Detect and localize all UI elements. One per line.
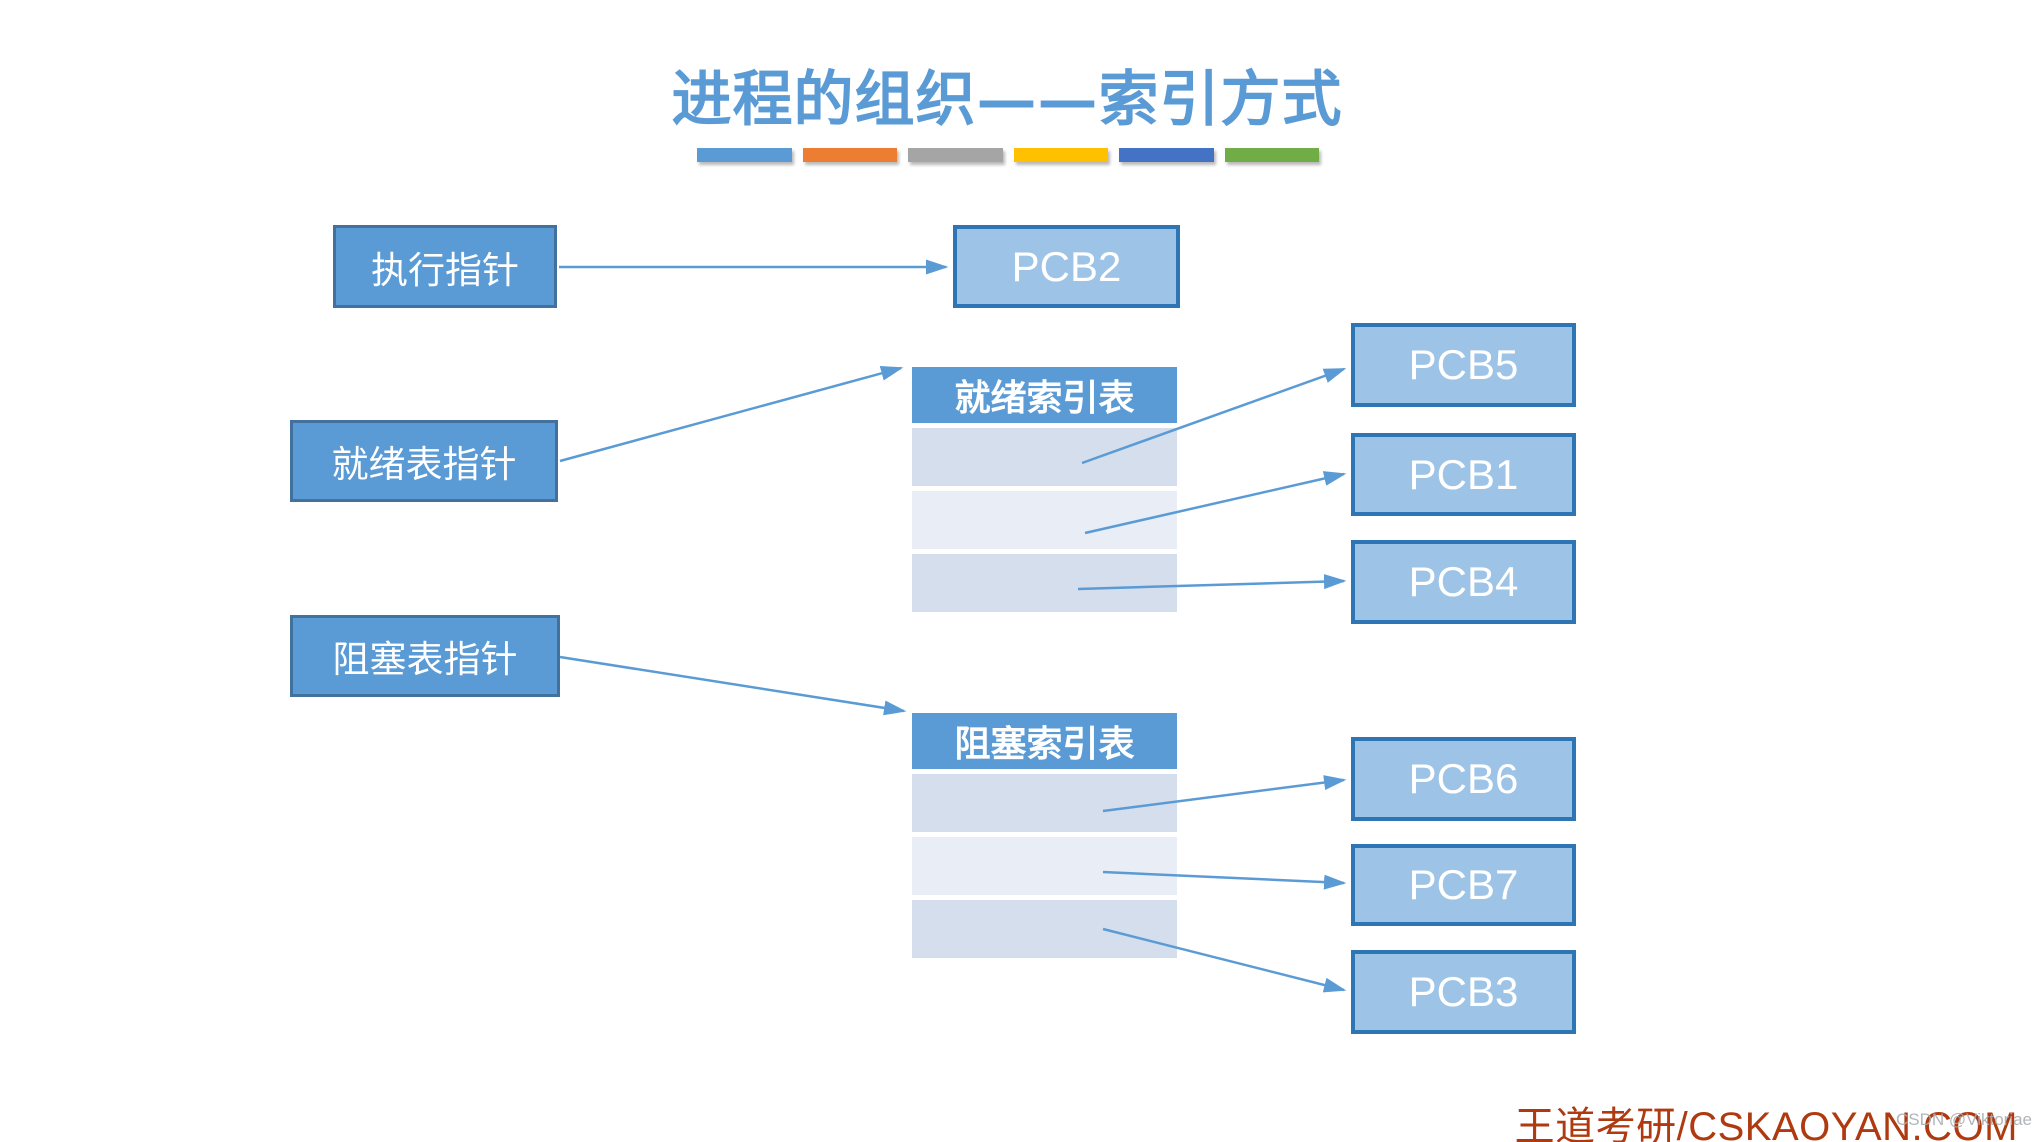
pcb-box-blocked-0: PCB6 xyxy=(1351,737,1576,821)
blue-bar xyxy=(697,148,792,162)
table-row xyxy=(912,900,1177,958)
pcb-box-ready-2: PCB4 xyxy=(1351,540,1576,624)
pcb-box-blocked-1: PCB7 xyxy=(1351,844,1576,926)
exec-pointer-box: 执行指针 xyxy=(333,225,557,308)
orange-bar xyxy=(802,148,897,162)
table-row xyxy=(912,774,1177,832)
pcb-label: PCB5 xyxy=(1408,341,1519,388)
pcb-label: PCB2 xyxy=(1011,242,1122,290)
pcb-label: PCB1 xyxy=(1408,450,1519,498)
pcb-label: PCB3 xyxy=(1408,968,1519,1015)
title-accent-bars xyxy=(697,148,1319,162)
blocked-pointer-label: 阻塞表指针 xyxy=(332,638,518,681)
table-row xyxy=(912,837,1177,895)
gold-bar xyxy=(1013,148,1108,162)
pcb-box-blocked-2: PCB3 xyxy=(1351,950,1576,1034)
blocked-index-table-title: 阻塞索引表 xyxy=(954,723,1135,765)
pcb-label: PCB4 xyxy=(1408,558,1519,605)
pcb-box-running: PCB2 xyxy=(953,225,1180,308)
ready-pointer-box: 就绪表指针 xyxy=(290,420,558,502)
pcb-box-ready-1: PCB1 xyxy=(1351,433,1576,516)
dark-blue-bar xyxy=(1119,148,1214,162)
blocked-index-table: 阻塞索引表 xyxy=(912,713,1177,958)
pcb-label: PCB7 xyxy=(1408,861,1519,908)
arrow-readyptr-to-readytable xyxy=(559,366,904,463)
exec-pointer-label: 执行指针 xyxy=(371,248,519,292)
gray-bar xyxy=(908,148,1003,162)
pcb-box-ready-0: PCB5 xyxy=(1351,323,1576,407)
pcb-label: PCB6 xyxy=(1408,755,1519,802)
ready-index-table: 就绪索引表 xyxy=(912,367,1177,612)
table-row xyxy=(912,554,1177,612)
brand-text: 王道考研/CSKAOYAN.COM xyxy=(1514,1105,2018,1142)
arrow-blockedptr-to-blockedtable xyxy=(559,655,907,716)
ready-pointer-label: 就绪表指针 xyxy=(331,443,517,486)
blocked-index-table-header: 阻塞索引表 xyxy=(912,713,1177,769)
ready-index-table-title: 就绪索引表 xyxy=(954,377,1135,419)
ready-index-table-header: 就绪索引表 xyxy=(912,367,1177,423)
page-title: 进程的组织——索引方式 xyxy=(671,65,1343,135)
table-row xyxy=(912,491,1177,549)
watermark-text: CSDN @Viktoriae xyxy=(1896,1110,2032,1129)
blocked-pointer-box: 阻塞表指针 xyxy=(290,615,560,697)
green-bar xyxy=(1224,148,1319,162)
table-row xyxy=(912,428,1177,486)
